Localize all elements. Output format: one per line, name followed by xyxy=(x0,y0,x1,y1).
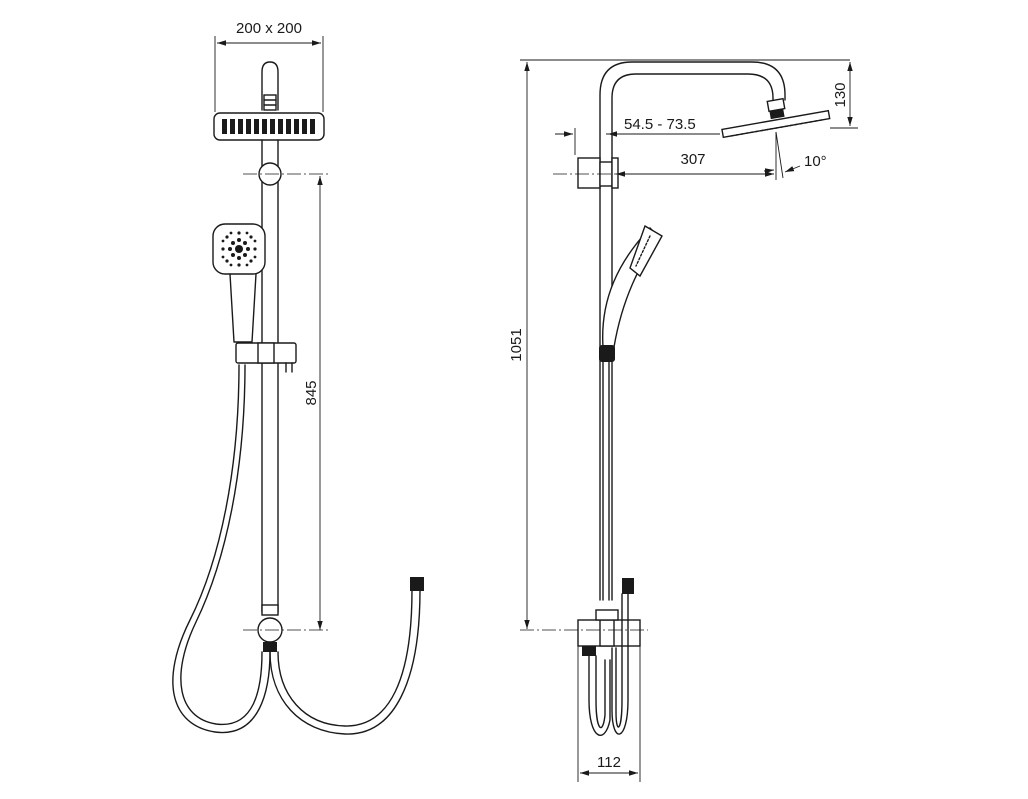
front-rail-top xyxy=(261,61,279,111)
hand-shower-nozzle xyxy=(221,247,225,251)
hand-shower-nozzle xyxy=(243,253,247,257)
front-slider-holder xyxy=(235,342,297,373)
front-view: 200 x 200 845 xyxy=(172,20,424,735)
hand-shower-nozzle xyxy=(243,241,247,245)
side-hose-right xyxy=(611,593,629,735)
front-hose-loose xyxy=(269,589,421,735)
hand-shower-nozzle xyxy=(221,239,225,243)
hand-shower-nozzle xyxy=(253,247,257,251)
head-nozzle-slot xyxy=(270,119,275,134)
dimension-wall-distance: 54.5 - 73.5 xyxy=(555,116,720,155)
side-gooseneck-rail-outer xyxy=(599,61,786,601)
head-size-label: 200 x 200 xyxy=(236,20,302,37)
side-mixer-valve xyxy=(520,578,648,656)
head-nozzle-slot xyxy=(302,119,307,134)
hand-shower-nozzle xyxy=(231,253,235,257)
front-hose-nut xyxy=(263,642,277,652)
arm-head-height-label: 130 xyxy=(832,82,849,107)
hand-shower-nozzle xyxy=(229,231,233,235)
hand-shower-nozzle xyxy=(245,263,249,267)
hand-shower-nozzle xyxy=(249,235,253,239)
hand-shower-nozzle xyxy=(253,255,257,259)
side-slider-holder xyxy=(599,345,615,362)
front-head-connector xyxy=(263,94,277,111)
head-nozzle-slot xyxy=(254,119,259,134)
wall-distance-label: 54.5 - 73.5 xyxy=(624,116,696,133)
hand-shower-nozzle xyxy=(237,238,241,242)
head-tilt-label: 10° xyxy=(804,153,827,170)
total-height-label: 1051 xyxy=(508,328,525,361)
head-nozzle-slot xyxy=(262,119,267,134)
hand-shower-nozzle xyxy=(237,263,241,267)
dimension-total-height: 1051 xyxy=(508,59,850,629)
side-hand-shower xyxy=(601,224,663,348)
dimension-base-depth: 112 xyxy=(577,646,641,782)
head-nozzle-slot xyxy=(278,119,283,134)
hand-shower-nozzle xyxy=(237,256,241,260)
hand-shower-nozzle xyxy=(228,247,232,251)
side-view: 1051 130 54.5 - 73.5 xyxy=(508,59,858,782)
head-nozzle-slot xyxy=(310,119,315,134)
head-nozzle-slot xyxy=(238,119,243,134)
head-nozzle-slot xyxy=(294,119,299,134)
dimension-arm-head-height: 130 xyxy=(830,62,858,129)
front-hose-hand xyxy=(172,364,271,734)
front-hose-end-nut xyxy=(410,577,424,591)
hand-shower-nozzle xyxy=(235,245,243,253)
head-nozzle-slot xyxy=(222,119,227,134)
side-gooseneck-rail-inner xyxy=(611,73,774,601)
dimension-head-size: 200 x 200 xyxy=(214,20,324,112)
front-hand-shower xyxy=(212,223,266,343)
hand-shower-nozzle xyxy=(249,259,253,263)
hand-shower-nozzle xyxy=(225,235,229,239)
side-hose-left xyxy=(588,655,611,736)
arm-projection-label: 307 xyxy=(680,151,705,168)
head-nozzle-slot xyxy=(230,119,235,134)
dimension-head-tilt: 10° xyxy=(763,131,827,179)
slide-height-label: 845 xyxy=(303,380,320,405)
head-nozzle-slot xyxy=(246,119,251,134)
side-upper-wall-bracket xyxy=(553,157,640,189)
hand-shower-nozzle xyxy=(229,263,233,267)
hand-shower-nozzle xyxy=(225,259,229,263)
hand-shower-nozzle xyxy=(253,239,257,243)
dimension-arm-projection: 307 xyxy=(616,132,777,180)
head-nozzle-slot xyxy=(286,119,291,134)
hand-shower-nozzle xyxy=(237,231,241,235)
side-overhead-shower-head xyxy=(721,109,831,139)
hand-shower-nozzle xyxy=(231,241,235,245)
hand-shower-nozzle xyxy=(246,247,250,251)
hand-shower-nozzle xyxy=(221,255,225,259)
base-depth-label: 112 xyxy=(597,754,621,771)
front-lower-collar xyxy=(261,604,279,616)
front-overhead-shower-head xyxy=(213,112,325,141)
dimension-slide-height: 845 xyxy=(303,176,323,630)
hand-shower-nozzle xyxy=(245,231,249,235)
